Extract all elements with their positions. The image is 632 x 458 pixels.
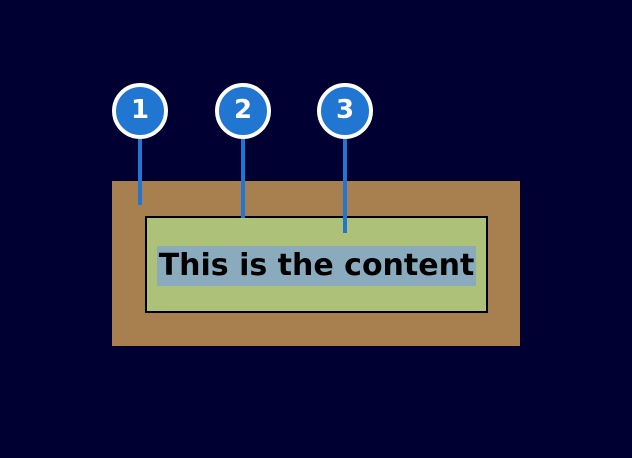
annotation-badge-3-label: 3 bbox=[335, 95, 355, 125]
annotation-badge-1-label: 1 bbox=[130, 95, 150, 125]
leader-line-2 bbox=[241, 139, 245, 218]
inner-content-box: This is the content bbox=[145, 216, 488, 313]
leader-line-1 bbox=[138, 139, 142, 205]
leader-line-3 bbox=[343, 139, 347, 233]
annotation-badge-3[interactable]: 3 bbox=[317, 83, 373, 139]
content-text: This is the content bbox=[156, 245, 477, 286]
annotation-badge-2[interactable]: 2 bbox=[215, 83, 271, 139]
annotation-badge-1[interactable]: 1 bbox=[112, 83, 168, 139]
annotation-badge-2-label: 2 bbox=[233, 95, 253, 125]
